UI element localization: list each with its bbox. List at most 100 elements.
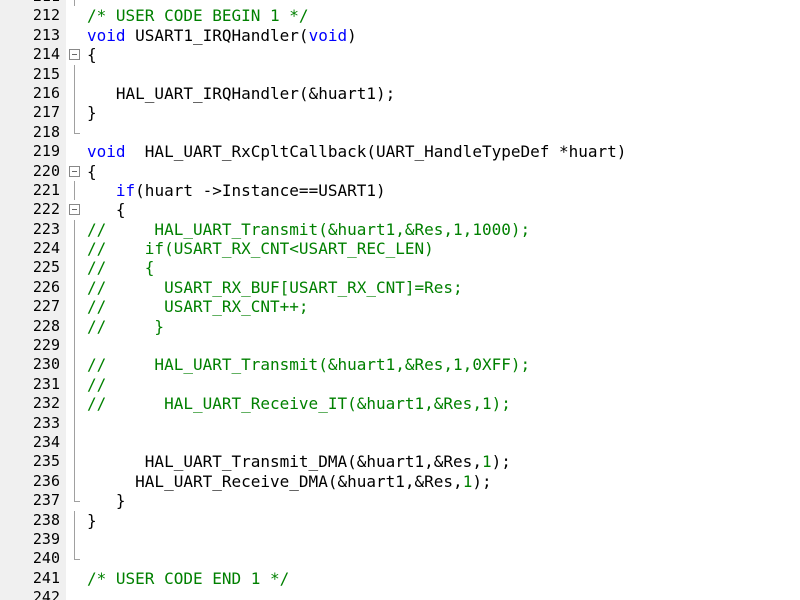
code-text[interactable]: // USART_RX_CNT++; xyxy=(87,297,309,316)
fold-guide-line xyxy=(66,83,83,104)
code-comment: // HAL_UART_Transmit(&huart1,&Res,1,0XFF… xyxy=(87,355,531,375)
code-line[interactable]: 218 xyxy=(0,122,800,142)
code-text[interactable]: HAL_UART_IRQHandler(&huart1); xyxy=(87,84,395,103)
code-line[interactable]: 214 { xyxy=(0,45,800,64)
line-number: 226 xyxy=(32,277,60,296)
code-text[interactable]: // if(USART_RX_CNT<USART_REC_LEN) xyxy=(87,239,434,258)
code-line[interactable]: 217} xyxy=(0,103,800,124)
code-comment: // } xyxy=(87,316,165,336)
code-line[interactable]: 211 xyxy=(0,0,800,7)
code-line[interactable]: 228// } xyxy=(0,316,800,337)
code-line[interactable]: 233 xyxy=(0,413,800,434)
fold-guide-line xyxy=(66,277,83,298)
code-text[interactable]: /* USER CODE BEGIN 1 */ xyxy=(87,6,309,25)
code-text[interactable]: // HAL_UART_Receive_IT(&huart1,&Res,1); xyxy=(87,394,511,413)
fold-collapse-icon[interactable] xyxy=(66,162,83,181)
code-text[interactable]: // USART_RX_BUF[USART_RX_CNT]=Res; xyxy=(87,278,463,297)
line-number: 240 xyxy=(32,549,60,568)
line-number: 213 xyxy=(32,25,60,44)
code-line[interactable]: 212/* USER CODE BEGIN 1 */ xyxy=(0,6,800,25)
code-line[interactable]: 221 if(huart ->Instance==USART1) xyxy=(0,180,800,201)
fold-guide-line xyxy=(66,219,83,240)
code-line[interactable]: 230// HAL_UART_Transmit(&huart1,&Res,1,0… xyxy=(0,355,800,376)
fold-guide-line xyxy=(66,394,83,414)
code-token: HAL_UART_RxCpltCallback(UART_HandleTypeD… xyxy=(125,142,627,162)
code-text[interactable]: } xyxy=(87,103,97,122)
code-text[interactable]: { xyxy=(87,45,97,64)
code-line[interactable]: 222 { xyxy=(0,200,800,219)
line-number: 234 xyxy=(32,432,60,451)
line-number: 221 xyxy=(32,180,60,199)
fold-guide-line xyxy=(66,510,83,531)
code-comment: // HAL_UART_Transmit(&huart1,&Res,1,1000… xyxy=(87,219,531,239)
fold-guide-line xyxy=(66,336,83,356)
code-line[interactable]: 232 // HAL_UART_Receive_IT(&huart1,&Res,1… xyxy=(0,394,800,414)
code-line[interactable]: 242 xyxy=(0,588,800,600)
code-line[interactable]: 227 // USART_RX_CNT++; xyxy=(0,297,800,318)
fold-guide-line xyxy=(66,258,83,279)
code-keyword: void xyxy=(87,142,126,162)
line-number: 214 xyxy=(32,45,60,64)
fold-guide-line xyxy=(66,239,83,259)
code-line[interactable]: 226 // USART_RX_BUF[USART_RX_CNT]=Res; xyxy=(0,277,800,298)
code-text[interactable]: void USART1_IRQHandler(void) xyxy=(87,26,357,45)
code-line[interactable]: 224 // if(USART_RX_CNT<USART_REC_LEN) xyxy=(0,239,800,259)
code-text[interactable]: { xyxy=(87,200,126,219)
code-line[interactable]: 240 xyxy=(0,549,800,568)
code-line[interactable]: 237 } xyxy=(0,491,800,510)
code-text[interactable]: { xyxy=(87,162,97,181)
code-line[interactable]: 241/* USER CODE END 1 */ xyxy=(0,569,800,588)
fold-collapse-icon[interactable] xyxy=(66,45,83,64)
code-text[interactable]: } xyxy=(87,491,126,510)
fold-guide-line xyxy=(66,452,83,473)
fold-guide-line xyxy=(66,549,83,568)
code-text[interactable]: /* USER CODE END 1 */ xyxy=(87,569,289,588)
code-line[interactable]: 225// { xyxy=(0,258,800,279)
line-number: 227 xyxy=(32,297,60,316)
code-text[interactable]: // HAL_UART_Transmit(&huart1,&Res,1,1000… xyxy=(87,220,530,239)
code-line[interactable]: 234 xyxy=(0,432,800,453)
fold-collapse-icon[interactable] xyxy=(66,200,83,219)
code-token: { xyxy=(87,200,126,220)
code-line[interactable]: 235 HAL_UART_Transmit_DMA(&huart1,&Res,1… xyxy=(0,452,800,473)
code-line[interactable]: 236 HAL_UART_Receive_DMA(&huart1,&Res,1)… xyxy=(0,471,800,492)
fold-guide-line xyxy=(66,413,83,434)
code-token: } xyxy=(87,103,97,123)
code-text[interactable]: void HAL_UART_RxCpltCallback(UART_Handle… xyxy=(87,142,626,161)
code-text[interactable]: // { xyxy=(87,258,154,277)
code-line[interactable]: 216 HAL_UART_IRQHandler(&huart1); xyxy=(0,83,800,104)
code-line[interactable]: 220 { xyxy=(0,162,800,181)
code-comment: // { xyxy=(87,258,155,278)
code-text[interactable]: if(huart ->Instance==USART1) xyxy=(87,181,386,200)
code-line[interactable]: 239 xyxy=(0,529,800,550)
fold-guide-line xyxy=(66,0,83,7)
line-number: 224 xyxy=(32,239,60,258)
code-line[interactable]: 223// HAL_UART_Transmit(&huart1,&Res,1,1… xyxy=(0,219,800,240)
code-text[interactable]: // } xyxy=(87,317,164,336)
code-comment: // USART_RX_BUF[USART_RX_CNT]=Res; xyxy=(87,277,463,297)
code-line[interactable]: 215 xyxy=(0,64,800,85)
code-text[interactable]: } xyxy=(87,511,97,530)
code-line[interactable]: 238} xyxy=(0,510,800,531)
code-text[interactable]: HAL_UART_Transmit_DMA(&huart1,&Res,1); xyxy=(87,452,511,471)
code-text[interactable]: HAL_UART_Receive_DMA(&huart1,&Res,1); xyxy=(87,472,491,491)
fold-guide-line xyxy=(66,180,83,201)
fold-guide-line xyxy=(66,471,83,492)
fold-guide-line xyxy=(66,355,83,376)
code-number: 1 xyxy=(481,452,492,472)
line-number: 233 xyxy=(32,413,60,432)
code-token: } xyxy=(87,491,126,511)
line-number: 232 xyxy=(32,394,60,413)
code-text[interactable]: // xyxy=(87,375,106,394)
code-line[interactable]: 229 xyxy=(0,336,800,356)
line-number: 220 xyxy=(32,161,60,180)
line-number: 211 xyxy=(0,0,60,6)
fold-guide-line xyxy=(66,432,83,453)
line-number: 217 xyxy=(32,103,60,122)
code-line[interactable]: 231// xyxy=(0,374,800,395)
code-text[interactable]: // HAL_UART_Transmit(&huart1,&Res,1,0XFF… xyxy=(87,355,530,374)
code-line[interactable]: 213 void USART1_IRQHandler(void) xyxy=(0,26,800,45)
